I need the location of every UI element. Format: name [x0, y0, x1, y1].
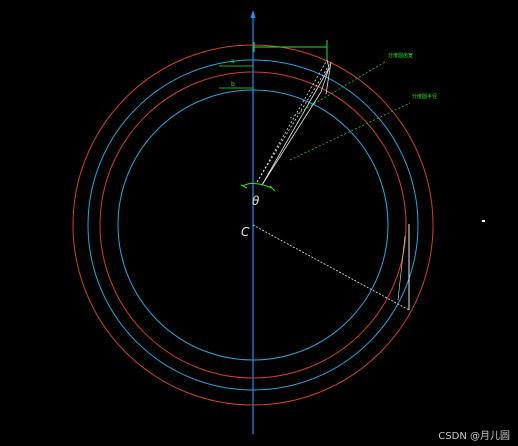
radius-line-1 [256, 59, 328, 183]
dimension-mark-b: b [231, 81, 235, 88]
outer-blue-circle [87, 59, 419, 391]
center-point-label: C [241, 225, 250, 239]
tooth-edge-lower-2 [397, 235, 406, 301]
radius-line-4 [261, 91, 322, 186]
outer-red-circle [72, 44, 434, 406]
dimension-mark-a: a [231, 58, 235, 65]
radius-line-lower [252, 224, 410, 311]
radius-line-2 [256, 61, 332, 183]
inner-blue-circle [117, 89, 389, 361]
inner-red-circle [99, 71, 407, 379]
angle-tick-left [240, 184, 248, 189]
radius-line-3 [261, 67, 330, 186]
tooth-profile-top [320, 59, 330, 93]
up-arrow-icon [250, 10, 256, 18]
tooth-edge-top [325, 61, 332, 95]
angle-theta-label: θ [252, 194, 260, 208]
angle-arc [242, 182, 273, 189]
angle-tick-right [269, 185, 276, 192]
leader-label-1: 分度圆齿宽 [388, 52, 413, 59]
point-marker [482, 220, 485, 222]
watermark: CSDN @月儿圆 [438, 431, 510, 442]
leader-label-2: 分度圆半径 [412, 93, 437, 100]
